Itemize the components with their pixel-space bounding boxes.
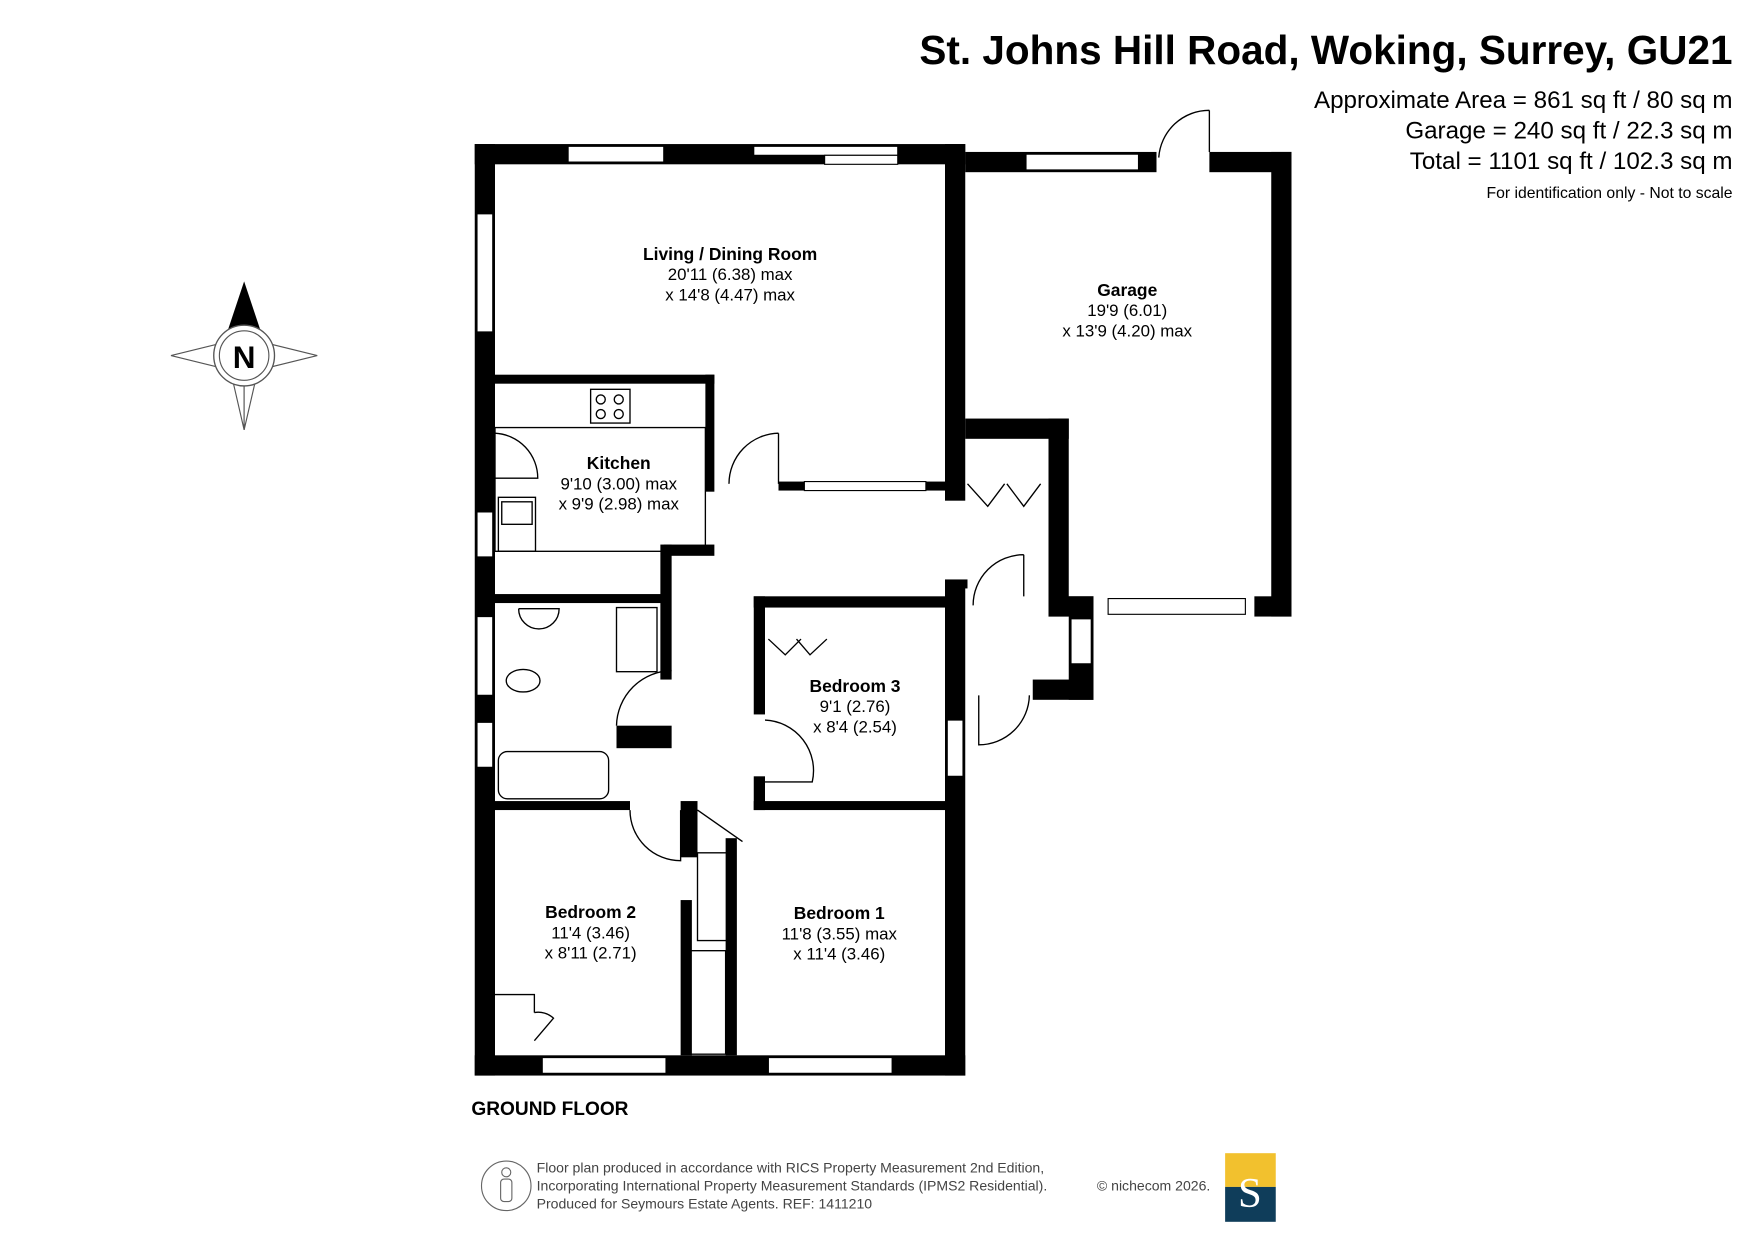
room-dim: 9'1 (2.76) (820, 697, 891, 716)
room-name: Kitchen (587, 453, 651, 473)
room-bedroom-1: Bedroom 1 11'8 (3.55) max x 11'4 (3.46) (782, 903, 898, 964)
footer-line: Incorporating International Property Mea… (537, 1177, 1048, 1193)
footer-line: Floor plan produced in accordance with R… (537, 1159, 1045, 1175)
room-dim: 11'4 (3.46) (551, 923, 630, 942)
total-area: Total = 1101 sq ft / 102.3 sq m (1410, 148, 1733, 175)
room-name: Bedroom 1 (794, 903, 885, 923)
room-garage: Garage 19'9 (6.01) x 13'9 (4.20) max (1062, 280, 1192, 341)
room-name: Garage (1097, 280, 1157, 300)
floor-label: GROUND FLOOR (471, 1099, 628, 1120)
disclaimer: For identification only - Not to scale (1487, 185, 1733, 202)
room-kitchen: Kitchen 9'10 (3.00) max x 9'9 (2.98) max (559, 453, 680, 514)
room-dim: x 13'9 (4.20) max (1062, 321, 1192, 340)
room-name: Bedroom 3 (810, 676, 901, 696)
room-dim: 20'11 (6.38) max (668, 265, 793, 284)
compass-north-label: N (233, 339, 256, 375)
approximate-area: Approximate Area = 861 sq ft / 80 sq m (1314, 87, 1733, 114)
room-bedroom-2: Bedroom 2 11'4 (3.46) x 8'11 (2.71) (545, 902, 637, 963)
garage-area: Garage = 240 sq ft / 22.3 sq m (1405, 117, 1732, 144)
room-dim: 19'9 (6.01) (1087, 301, 1167, 320)
room-dim: 9'10 (3.00) max (560, 474, 677, 493)
room-name: Bedroom 2 (545, 902, 636, 922)
room-dim: x 14'8 (4.47) max (665, 285, 795, 304)
footer-line: Produced for Seymours Estate Agents. REF… (537, 1195, 873, 1211)
room-dim: x 11'4 (3.46) (793, 945, 885, 964)
seymours-logo: S (1225, 1153, 1276, 1222)
room-dim: x 8'4 (2.54) (813, 717, 897, 736)
room-living-dining: Living / Dining Room 20'11 (6.38) max x … (643, 244, 817, 305)
compass-icon: N (170, 281, 318, 430)
doors-and-fixtures (494, 109, 1211, 1055)
room-dim: x 9'9 (2.98) max (559, 495, 680, 514)
property-title: St. Johns Hill Road, Woking, Surrey, GU2… (919, 27, 1732, 73)
room-dim: x 8'11 (2.71) (545, 944, 637, 963)
room-name: Living / Dining Room (643, 244, 817, 264)
logo-letter: S (1238, 1170, 1262, 1217)
room-bedroom-3: Bedroom 3 9'1 (2.76) x 8'4 (2.54) (810, 676, 901, 737)
windows (476, 145, 1246, 1074)
copyright: © nichecom 2026. (1097, 1177, 1210, 1193)
room-dim: 11'8 (3.55) max (782, 924, 898, 943)
ipms-person-icon (480, 1160, 532, 1212)
